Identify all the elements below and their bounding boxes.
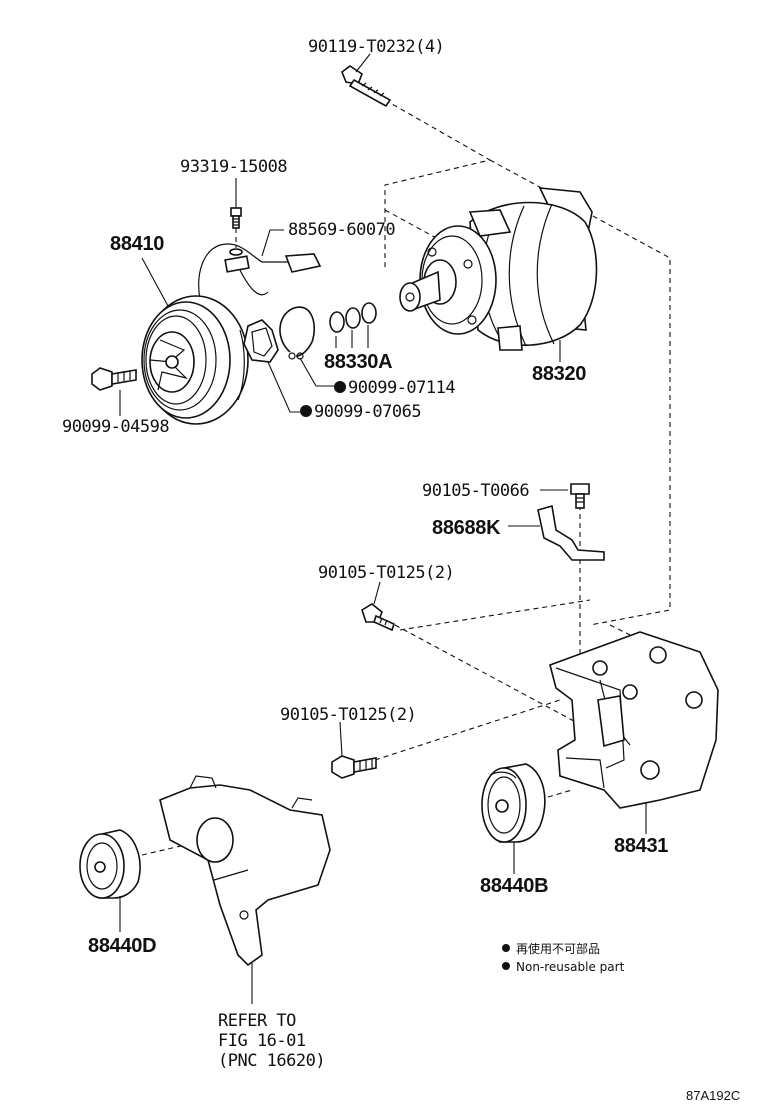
- label-90105-t0125-upper: 90105-T0125(2): [318, 563, 454, 583]
- legend-english: Non-reusable part: [516, 960, 625, 974]
- label-88440b: 88440B: [480, 875, 548, 897]
- bracket-88688k: [537, 504, 605, 561]
- label-93319-15008: 93319-15008: [180, 157, 287, 177]
- refer-line-3: (PNC 16620): [218, 1051, 325, 1071]
- figure-code: 87A192C: [686, 1088, 740, 1103]
- refer-line-1: REFER TO: [218, 1011, 296, 1031]
- bolt-90105-t0066: [570, 483, 590, 509]
- compressor-bracket-88431: [549, 631, 719, 809]
- refer-note: REFER TO FIG 16-01 (PNC 16620): [218, 1011, 326, 1071]
- leader-lines: [119, 53, 647, 1004]
- bolt-90099-04598: [91, 367, 137, 391]
- label-88688k: 88688K: [432, 517, 501, 539]
- label-90119-t0232: 90119-T0232(4): [308, 37, 444, 57]
- idler-pulley-88440d: [79, 829, 141, 899]
- bolt-90119: [341, 65, 392, 108]
- label-90099-07114: 90099-07114: [348, 378, 455, 398]
- gasket-90099-07065: [243, 319, 279, 363]
- label-88431: 88431: [614, 835, 668, 857]
- bolt-93319: [229, 207, 243, 256]
- bolt-90105-t0125-lower: [331, 755, 377, 779]
- label-88410: 88410: [110, 233, 164, 255]
- non-reusable-dot-icon: [334, 381, 346, 393]
- magnetic-clutch-88410: [141, 243, 322, 425]
- compressor-88320: [399, 187, 598, 351]
- legend-japanese: 再使用不可部品: [516, 941, 600, 956]
- part-labels: 90119-T0232(4) 93319-15008 88569-60070 8…: [62, 37, 669, 957]
- legend: 再使用不可部品 Non-reusable part: [502, 941, 625, 974]
- non-reusable-dot-icon: [300, 405, 312, 417]
- legend-dot-icon: [502, 944, 510, 952]
- legend-dot-icon: [502, 962, 510, 970]
- label-88440d: 88440D: [88, 935, 156, 957]
- label-88320: 88320: [532, 363, 586, 385]
- engine-bracket-refer: [159, 775, 331, 967]
- shim-set-88330a: [329, 302, 377, 333]
- snap-ring-90099-07114: [279, 306, 316, 360]
- idler-pulley-88440b: [481, 763, 546, 843]
- label-88569-60070: 88569-60070: [288, 220, 395, 240]
- label-90105-t0066: 90105-T0066: [422, 481, 529, 501]
- label-88330a: 88330A: [324, 351, 392, 373]
- label-90105-t0125-lower: 90105-T0125(2): [280, 705, 416, 725]
- label-90099-04598: 90099-04598: [62, 417, 169, 437]
- refer-line-2: FIG 16-01: [218, 1031, 306, 1051]
- bolt-90105-t0125-upper: [361, 603, 395, 632]
- label-90099-07065: 90099-07065: [314, 402, 421, 422]
